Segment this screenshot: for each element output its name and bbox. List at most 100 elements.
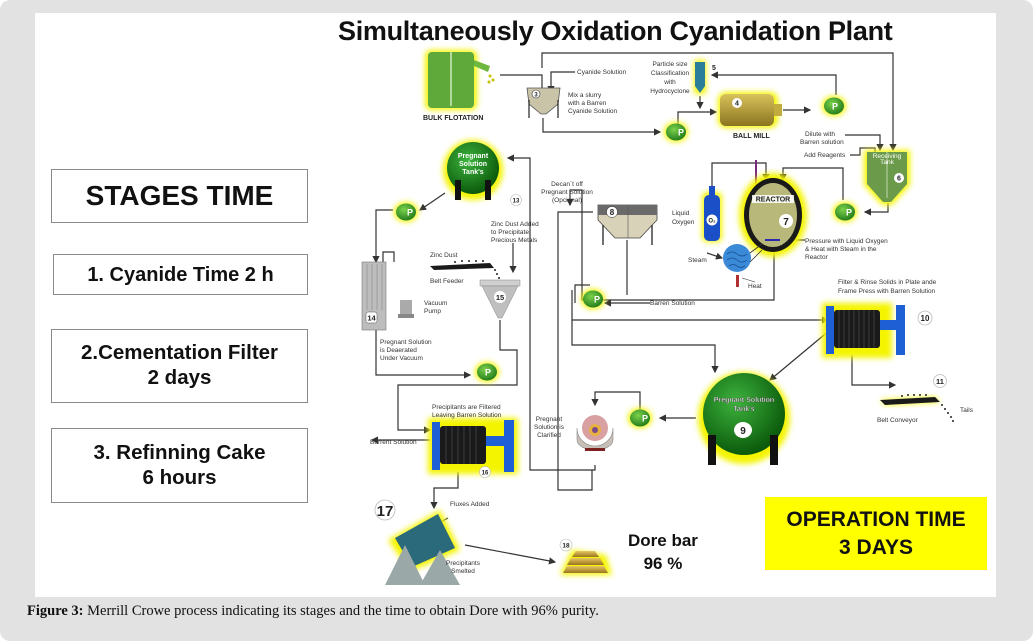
dilute-line-1: Dilute with [805, 131, 835, 138]
flow-filter10-to-conveyor [851, 355, 897, 389]
flow-cone-to-filter16 [397, 320, 518, 434]
unit-14-number: 14 [367, 314, 376, 323]
zinc-dust-label: Zinc Dust [430, 252, 458, 259]
unit-10-number: 10 [921, 314, 930, 323]
tank-9-line-2: Tank's [733, 406, 754, 413]
pump-4: P [581, 289, 605, 309]
unit-8-number: 8 [610, 208, 615, 217]
pump-6-letter: P [485, 368, 491, 378]
pressure-note-line-1: Pressure with Liquid Oxygen [805, 238, 888, 245]
pumps: P P P P P P P [394, 96, 857, 428]
pump-7: P [628, 408, 652, 428]
stages-heading-box: STAGES TIME [51, 169, 308, 223]
pump-2: P [822, 96, 846, 116]
receiving-tank-unit-6: Receiving Tank 6 Dilute with Barren solu… [800, 131, 910, 205]
flow-deaerator-to-pump [375, 330, 472, 379]
unit-18-number: 18 [562, 543, 570, 550]
unit-16-number: 16 [482, 471, 489, 477]
clarified-line-1: Pregnant [536, 416, 563, 423]
fluxes-added-label: Fluxes Added [450, 501, 490, 508]
operation-time-label: OPERATION TIME [786, 508, 966, 532]
flow-tank13-to-pump [419, 192, 446, 211]
flow-reagents [850, 147, 876, 156]
hydrocyclone-line-3: with [663, 79, 676, 86]
flow-pump-to-cyclone [710, 71, 837, 95]
dilute-line-2: Barren solution [800, 139, 844, 146]
unit-5-number: 5 [712, 65, 716, 72]
stages-heading: STAGES TIME [85, 180, 274, 212]
cyanide-solution-label: Cyanide Solution [577, 69, 627, 76]
vacuum-pump-line-2: Pump [424, 308, 441, 315]
pressure-note-line-2: & Heat with Steam in the [805, 246, 877, 253]
bulk-flotation-label: BULK FLOTATION [423, 115, 483, 122]
liquid-oxygen-line-2: Oxygen [672, 219, 695, 226]
reactor-unit-7: REACTOR 7 Pressure with Liquid Oxygen & … [739, 173, 888, 261]
flow-reactor-to-thickener [566, 189, 775, 301]
flow-furnace-to-dore [464, 544, 557, 565]
receiving-tank-line-2: Tank [880, 159, 894, 166]
flow-mixer-to-pump [542, 118, 662, 136]
figure-caption-label: Figure 3: [27, 603, 84, 619]
mix-slurry-line-2: with a Barren [567, 100, 607, 107]
flow-deaerator-top [382, 251, 395, 262]
flow-receiving-to-pump [863, 203, 889, 216]
barren-solution-label: Barren Solution [650, 300, 695, 307]
oxygen-tank: O₂ Liquid Oxygen [672, 186, 722, 242]
pump-5-letter: P [407, 208, 413, 218]
zinc-belt-feeder: Zinc Dust Added to Precipitate Precious … [430, 221, 539, 285]
flow-to-filter-10 [571, 290, 830, 324]
decant-line-3: (Opcional) [552, 197, 582, 204]
flow-pump-to-clarifier [591, 391, 641, 410]
hydrocyclone-line-4: Hydrocyclone [650, 88, 690, 95]
dore-bar-title: Dore bar [628, 531, 698, 550]
tank-13-line-3: Tank's [462, 169, 483, 176]
hydrocyclone-line-2: Classification [651, 70, 690, 77]
pump-3-letter: P [846, 208, 852, 218]
deaerated-line-3: Under Vacuum [380, 355, 423, 362]
flow-steam [706, 252, 724, 260]
flow-filter10-to-tank9 [769, 329, 831, 381]
stage-1-label: 1. Cyanide Time 2 h [87, 263, 274, 286]
reactor-label: REACTOR [756, 197, 790, 204]
pregnant-tank-unit-13: Pregnant Solution Tank's 13 [443, 140, 522, 206]
filter-press-unit-16: 16 Precipitants are Filtered Leaving Bar… [370, 404, 518, 478]
tank-9-line-1: Pregnant Solution [714, 397, 774, 404]
flow-clarifier-to-tank13 [506, 154, 596, 471]
flow-pump-to-deaerator [372, 209, 393, 264]
deaerated-line-2: is Deaerated [380, 347, 417, 354]
operation-time-value: 3 DAYS [839, 535, 913, 559]
flow-cyanide-in [547, 71, 575, 94]
filter-rinse-line-2: Frame Press with Barren Solution [838, 288, 936, 295]
receiving-tank-line-1: Receiving [873, 153, 902, 160]
bulk-flotation-unit: BULK FLOTATION [423, 50, 495, 122]
tails-label: Tails [960, 407, 974, 414]
pump-2-letter: P [832, 102, 838, 112]
oxygen-symbol: O₂ [708, 219, 716, 225]
unit-15-number: 15 [496, 293, 504, 302]
flow-dilute [845, 134, 884, 152]
flow-pump-up [574, 284, 590, 303]
unit-9-number: 9 [740, 426, 746, 437]
clarified-line-3: Clarified [537, 432, 561, 439]
unit-4-number: 4 [735, 101, 739, 108]
steam-label: Steam [688, 257, 707, 264]
stage-box-2: 2.Cementation Filter 2 days [51, 329, 308, 403]
stage-3-label: 3. Refinning Cake [93, 440, 266, 464]
dore-bars-unit-18: 18 [559, 538, 612, 575]
decant-line-1: Decan`t off [551, 181, 583, 188]
pump-5: P [394, 202, 418, 222]
precip-filtered-line-1: Precipitants are Filtered [432, 404, 501, 411]
flow-lines [370, 52, 897, 565]
deaerator-unit-14: 14 Vacuum Pump Pregnant Solution is Deae… [361, 261, 447, 362]
pump-3: P [833, 202, 857, 222]
dore-bar-purity: 96 % [643, 553, 683, 573]
stage-3-time: 6 hours [142, 465, 217, 489]
pregnant-tank-unit-9: Pregnant Solution Tank's 9 [698, 372, 790, 465]
stage-box-3: 3. Refinning Cake 6 hours [51, 428, 308, 503]
add-reagents-label: Add Reagents [804, 152, 846, 159]
pump-7-letter: P [642, 414, 648, 424]
belt-feeder-label: Belt Feeder [430, 278, 464, 285]
pump-6: P [475, 362, 499, 382]
decant-line-2: Pregnant Solution [541, 189, 593, 196]
